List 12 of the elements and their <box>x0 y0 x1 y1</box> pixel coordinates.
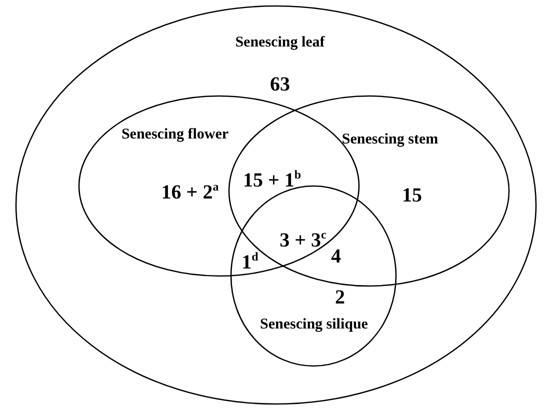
set-label: Senescing silique <box>260 316 368 334</box>
region-count: 16 + 2$^{a}$ <box>161 180 219 204</box>
region-count: 15 <box>402 184 422 208</box>
region-count: 1$^{d}$ <box>242 250 258 274</box>
region-count: 3 + 3$^{c}$ <box>280 228 326 252</box>
set-label: Senescing stem <box>342 132 438 148</box>
set-label: Senescing flower <box>121 126 229 144</box>
region-count: 4 <box>331 246 341 268</box>
region-count: 63 <box>270 74 290 96</box>
set-label: Senescing leaf <box>235 34 325 52</box>
region-count: 2 <box>335 286 345 310</box>
region-count: 15 + 1$^{b}$ <box>242 168 302 192</box>
